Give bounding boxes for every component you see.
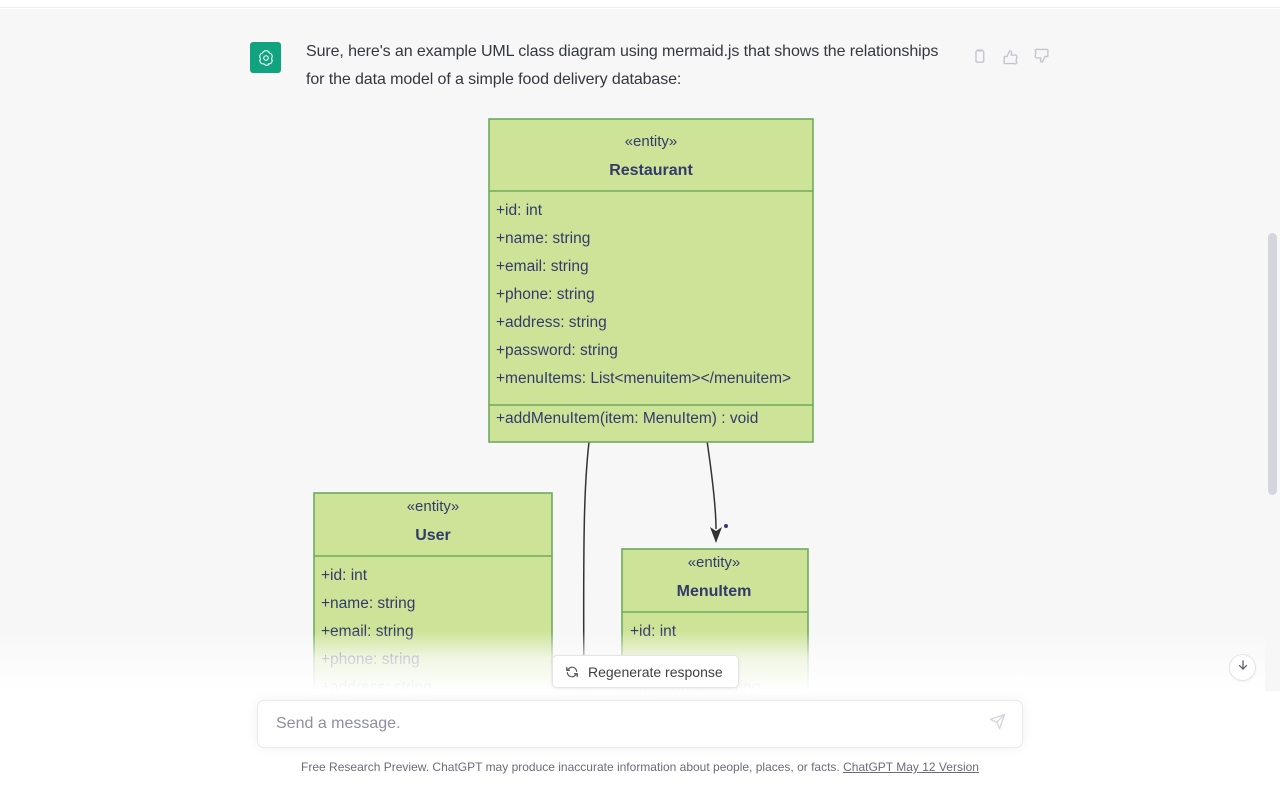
class-box-user: «entity» User +id: int +name: string +em… — [313, 492, 553, 691]
scrollbar-thumb[interactable] — [1268, 233, 1277, 495]
message-actions — [968, 45, 1052, 67]
assistant-message-text: Sure, here's an example UML class diagra… — [306, 43, 939, 88]
class-attribute: +name: string — [496, 230, 590, 247]
class-attribute: +menuItems: List<menuitem></menuitem> — [496, 370, 791, 387]
scroll-to-bottom-button[interactable] — [1229, 654, 1256, 681]
class-attribute: +phone: string — [321, 651, 420, 668]
class-title: User — [415, 527, 451, 544]
version-link[interactable]: ChatGPT May 12 Version — [843, 760, 979, 774]
class-title: MenuItem — [677, 583, 752, 600]
paper-plane-icon — [989, 713, 1006, 735]
arrow-down-icon — [1236, 658, 1250, 677]
class-attribute: +phone: string — [496, 286, 595, 303]
class-attribute: +name: string — [321, 595, 415, 612]
class-attribute: +address: string — [321, 679, 432, 691]
openai-logo-icon — [250, 42, 281, 73]
class-attribute: +password: string — [496, 342, 618, 359]
class-attribute: +email: string — [496, 258, 589, 275]
footer-disclaimer: Free Research Preview. ChatGPT may produ… — [0, 760, 1280, 774]
assistant-message: Sure, here's an example UML class diagra… — [0, 9, 1280, 691]
class-box-restaurant: «entity» Restaurant +id: int +name: stri… — [488, 118, 814, 443]
relation-dot-marker — [724, 524, 728, 528]
class-attribute: +id: int — [496, 202, 543, 219]
uml-class-diagram: «entity» Restaurant +id: int +name: stri… — [0, 9, 1280, 691]
relation-restaurant-menuitem — [705, 433, 717, 530]
message-input[interactable] — [258, 715, 978, 733]
arrowhead-icon — [710, 527, 722, 543]
send-button[interactable] — [978, 705, 1016, 743]
class-attribute: +address: string — [496, 314, 607, 331]
class-stereotype: «entity» — [625, 133, 678, 150]
class-attribute: +email: string — [321, 623, 414, 640]
footer-text: Free Research Preview. ChatGPT may produ… — [301, 760, 840, 774]
thumbs-up-icon[interactable] — [999, 45, 1021, 67]
relation-restaurant-user — [582, 433, 591, 691]
copy-icon[interactable] — [968, 45, 990, 67]
regenerate-response-label: Regenerate response — [588, 663, 723, 680]
thumbs-down-icon[interactable] — [1030, 45, 1052, 67]
class-attribute: +id: int — [321, 567, 368, 584]
class-attribute: +id: int — [630, 623, 677, 640]
refresh-icon — [565, 665, 579, 679]
top-bar — [0, 0, 1280, 8]
message-composer[interactable] — [257, 700, 1023, 748]
class-stereotype: «entity» — [688, 554, 741, 571]
class-title: Restaurant — [609, 162, 693, 179]
regenerate-response-button[interactable]: Regenerate response — [552, 655, 739, 688]
class-stereotype: «entity» — [407, 498, 460, 515]
class-method: +addMenuItem(item: MenuItem) : void — [496, 410, 758, 427]
